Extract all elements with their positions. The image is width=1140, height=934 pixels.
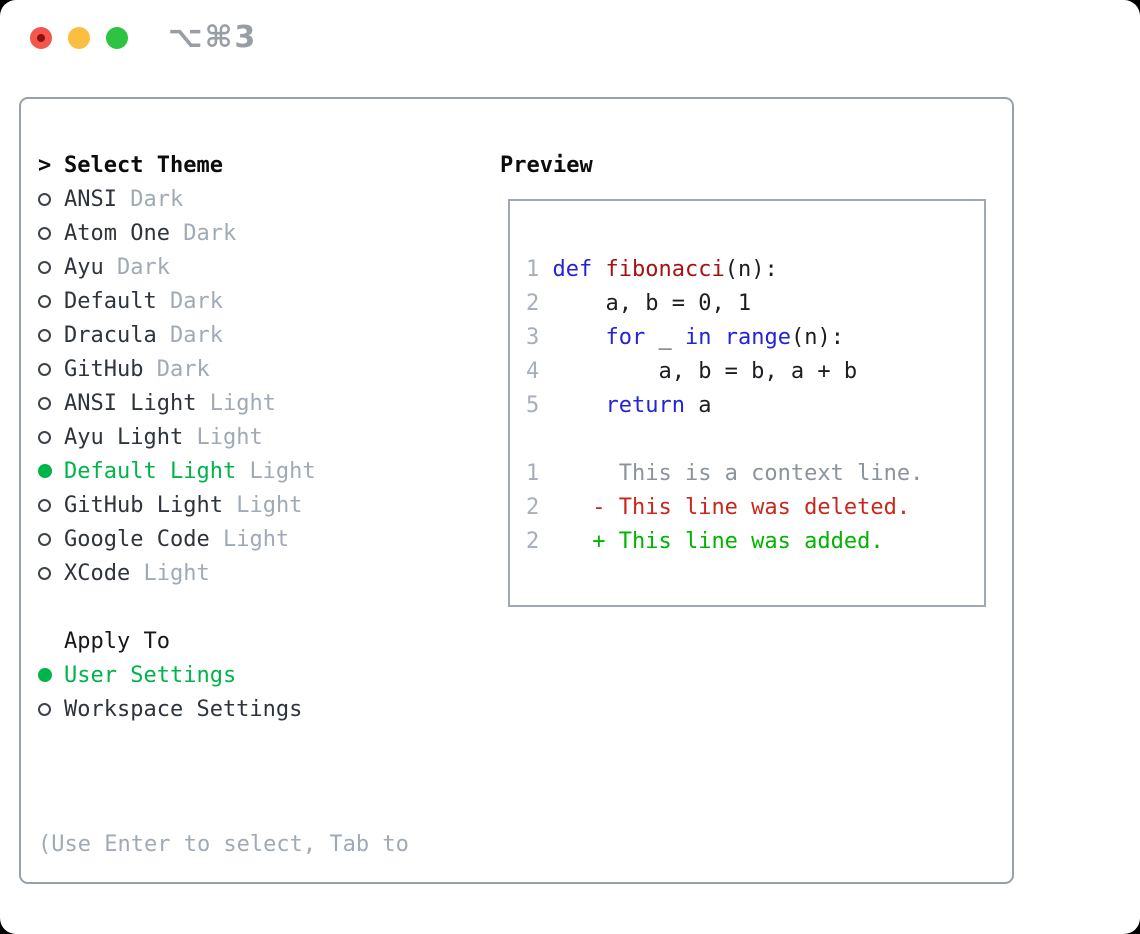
radio-icon — [38, 532, 51, 546]
apply-option-user-settings[interactable]: User Settings — [38, 658, 500, 692]
radio-icon — [38, 328, 51, 342]
apply-option-workspace-settings[interactable]: Workspace Settings — [38, 692, 500, 726]
theme-list-title: Select Theme — [64, 152, 223, 178]
radio-selected-icon — [38, 464, 52, 478]
theme-row-ansi-dark[interactable]: ANSI Dark — [38, 182, 500, 216]
code-line: 2 a, b = 0, 1 — [526, 291, 752, 316]
radio-icon — [38, 260, 51, 274]
theme-row-atom-one-dark[interactable]: Atom One Dark — [38, 216, 500, 250]
radio-icon — [38, 498, 51, 512]
theme-row-ayu-dark[interactable]: Ayu Dark — [38, 250, 500, 284]
minimize-button[interactable] — [68, 27, 90, 49]
theme-row-github-light[interactable]: GitHub Light Light — [38, 488, 500, 522]
apply-to-title: Apply To — [64, 628, 170, 654]
radio-icon — [38, 294, 51, 308]
radio-icon — [38, 702, 51, 716]
theme-picker-panel: > Select Theme ANSI Dark Atom One Dark A… — [19, 97, 1014, 884]
radio-icon — [38, 566, 51, 580]
traffic-lights — [30, 27, 128, 49]
hint-line-2: change focus) — [38, 930, 500, 934]
theme-row-xcode-light[interactable]: XCode Light — [38, 556, 500, 590]
theme-list-column: > Select Theme ANSI Dark Atom One Dark A… — [38, 148, 500, 934]
preview-column: Preview 1 def fibonacci(n): 2 a, b = 0, … — [500, 148, 1012, 934]
radio-selected-icon — [38, 668, 52, 682]
theme-row-ansi-light[interactable]: ANSI Light Light — [38, 386, 500, 420]
radio-icon — [38, 396, 51, 410]
theme-row-default-light[interactable]: Default Light Light — [38, 454, 500, 488]
prompt-icon: > — [38, 152, 52, 178]
close-button[interactable] — [30, 27, 52, 49]
code-line: 4 a, b = b, a + b — [526, 359, 858, 384]
titlebar: ⌥⌘3 — [0, 0, 1140, 97]
theme-row-default-dark[interactable]: Default Dark — [38, 284, 500, 318]
diff-added-line: 2 + This line was added. — [526, 529, 884, 554]
code-line: 5 return a — [526, 393, 712, 418]
code-line: 3 for _ in range(n): — [526, 325, 844, 350]
diff-context-line: 1 This is a context line. — [526, 461, 924, 486]
keyboard-hint: (Use Enter to select, Tab to change focu… — [38, 760, 500, 934]
theme-row-dracula-dark[interactable]: Dracula Dark — [38, 318, 500, 352]
hint-line-1: (Use Enter to select, Tab to — [38, 832, 409, 857]
theme-row-github-dark[interactable]: GitHub Dark — [38, 352, 500, 386]
radio-icon — [38, 192, 51, 206]
radio-icon — [38, 226, 51, 240]
apply-to-header: Apply To — [38, 624, 500, 658]
code-line: 1 def fibonacci(n): — [526, 257, 778, 282]
theme-row-ayu-light[interactable]: Ayu Light Light — [38, 420, 500, 454]
blank-line — [526, 423, 968, 457]
theme-list-header: > Select Theme — [38, 148, 500, 182]
zoom-button[interactable] — [106, 27, 128, 49]
window-shortcut-label: ⌥⌘3 — [168, 20, 258, 55]
theme-row-google-code-light[interactable]: Google Code Light — [38, 522, 500, 556]
radio-icon — [38, 362, 51, 376]
diff-deleted-line: 2 - This line was deleted. — [526, 495, 911, 520]
radio-icon — [38, 430, 51, 444]
preview-box: 1 def fibonacci(n): 2 a, b = 0, 1 3 for … — [508, 199, 986, 607]
preview-title: Preview — [500, 152, 593, 178]
